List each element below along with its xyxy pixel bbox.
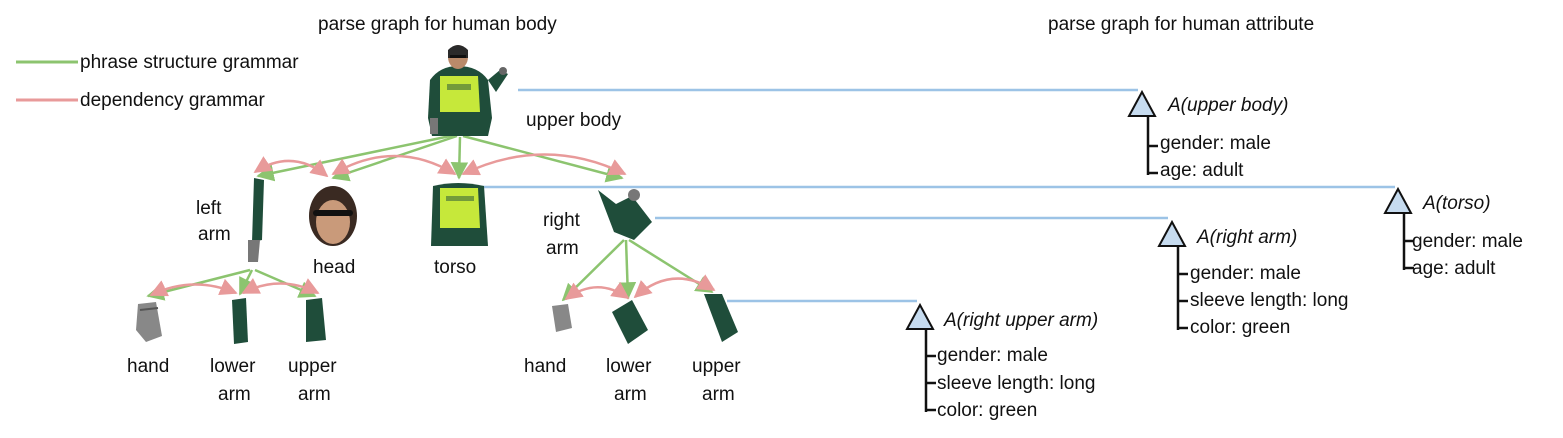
triangle-icon — [1127, 89, 1157, 117]
right-upper-arm-label-line2: arm — [702, 384, 735, 405]
dependency-edges-right-arm — [564, 274, 716, 301]
attribute-title: A(upper body) — [1167, 95, 1288, 116]
right-lower-arm-label-line1: lower — [606, 356, 652, 377]
attribute-item: age: adult — [1412, 258, 1496, 279]
dep-head-leftarm — [253, 156, 329, 178]
dep-la-hand-lower — [149, 278, 238, 297]
left-upper-arm-label-line2: arm — [298, 384, 331, 405]
phrase-edges-right-arm — [561, 238, 714, 302]
right-lower-arm-label-line2: arm — [614, 384, 647, 405]
edge-ra-lower — [618, 239, 637, 300]
head-image — [309, 186, 357, 246]
legend: phrase structure grammar dependency gram… — [16, 52, 299, 111]
attribute-title: A(right arm) — [1196, 227, 1297, 248]
attribute-node-upper-body: A(upper body) gender: male age: adult — [1127, 89, 1288, 181]
left-arm-label-line1: left — [196, 198, 222, 219]
right-upper-arm-image — [704, 294, 738, 342]
attribute-item: color: green — [1190, 317, 1290, 338]
attribute-item: age: adult — [1160, 160, 1244, 181]
attribute-item: sleeve length: long — [1190, 290, 1348, 311]
attribute-item: gender: male — [937, 345, 1048, 366]
edge-ra-upper — [628, 238, 714, 294]
dep-ra-lower-upper — [633, 274, 716, 299]
dep-head-torso — [331, 154, 457, 176]
dependency-edges-upper — [253, 153, 627, 178]
left-arm-label-line2: arm — [198, 224, 231, 245]
phrase-legend-label: phrase structure grammar — [80, 52, 299, 73]
triangle-icon — [1383, 186, 1413, 214]
dep-ra-hand-lower — [564, 281, 630, 301]
left-upper-arm-label-line1: upper — [288, 356, 337, 377]
attribute-item: sleeve length: long — [937, 373, 1095, 394]
attribute-node-torso: A(torso) gender: male age: adult — [1383, 186, 1523, 279]
attribute-graph-title: parse graph for human attribute — [1048, 14, 1314, 35]
body-graph-title: parse graph for human body — [318, 14, 557, 35]
edge-ub-torso — [450, 136, 469, 180]
dependency-legend-label: dependency grammar — [80, 90, 265, 111]
attribute-item: gender: male — [1160, 133, 1271, 154]
right-arm-label-line1: right — [543, 210, 581, 231]
triangle-icon — [1157, 219, 1187, 247]
attribute-node-right-arm: A(right arm) gender: male sleeve length:… — [1157, 219, 1348, 338]
attribute-item: gender: male — [1190, 263, 1301, 284]
attribute-item: color: green — [937, 400, 1037, 421]
torso-image — [431, 183, 488, 246]
dep-torso-rightarm — [461, 153, 627, 176]
right-upper-arm-label-line1: upper — [692, 356, 741, 377]
attribute-title: A(torso) — [1422, 193, 1491, 214]
right-arm-image — [598, 189, 652, 240]
left-arm-image — [248, 178, 264, 262]
attribute-title: A(right upper arm) — [943, 310, 1098, 331]
right-lower-arm-image — [612, 300, 648, 344]
dep-la-lower-upper — [241, 278, 320, 295]
left-lower-arm-label-line1: lower — [210, 356, 256, 377]
left-lower-arm-label-line2: arm — [218, 384, 251, 405]
upper-body-label: upper body — [526, 110, 622, 131]
left-lower-arm-image — [232, 298, 248, 344]
torso-label: torso — [434, 257, 476, 278]
right-hand-label: hand — [524, 356, 566, 377]
dependency-edges-left-arm — [149, 278, 320, 297]
left-hand-label: hand — [127, 356, 169, 377]
attribute-item: gender: male — [1412, 231, 1523, 252]
right-hand-image — [552, 304, 572, 332]
attribute-links — [477, 88, 1395, 303]
triangle-icon — [905, 302, 935, 330]
upper-body-image — [428, 45, 508, 136]
left-upper-arm-image — [306, 298, 326, 342]
left-hand-image — [136, 302, 162, 342]
edge-ub-right-arm — [462, 134, 624, 183]
head-label: head — [313, 257, 355, 278]
right-arm-label-line2: arm — [546, 238, 579, 259]
attribute-node-right-upper-arm: A(right upper arm) gender: male sleeve l… — [905, 302, 1098, 421]
